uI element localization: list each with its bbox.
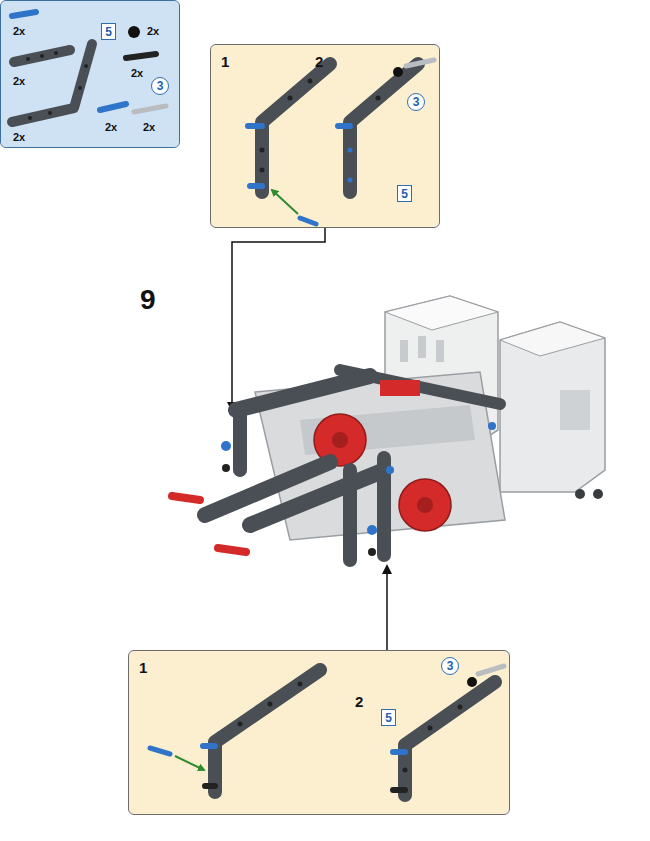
pointer-arrow [386, 566, 388, 650]
quantity-label: 2x [131, 67, 143, 79]
substep-art [248, 60, 434, 224]
callout-number: 3 [413, 96, 420, 108]
quantity-label: 2x [147, 25, 159, 37]
parts-list-panel: 2x 2x 2x 2x 2x 2x 2x 5 3 [0, 0, 180, 148]
step-number: 9 [140, 284, 156, 316]
quantity-label: 2x [105, 121, 117, 133]
callout-box: 5 [381, 709, 396, 726]
substep-panel-fill [129, 651, 509, 814]
callout-number: 3 [157, 80, 164, 92]
substep-panel: 1 2 3 5 [210, 44, 440, 228]
substep-number: 2 [315, 53, 323, 70]
callout-circle: 3 [151, 77, 169, 95]
callout-box: 5 [101, 23, 116, 40]
robot-model [172, 296, 605, 560]
callout-circle: 3 [407, 93, 425, 111]
parts-icons [12, 12, 166, 122]
substep-number: 1 [139, 659, 147, 676]
callout-circle: 3 [441, 657, 459, 675]
substep-panel: 1 2 3 5 [128, 650, 510, 815]
parts-panel-fill [1, 1, 179, 147]
callout-box: 5 [397, 185, 412, 202]
quantity-label: 2x [13, 25, 25, 37]
pointer-arrow [232, 228, 325, 410]
quantity-label: 2x [13, 131, 25, 143]
callout-number: 5 [105, 26, 112, 38]
substep-panel-fill [211, 45, 439, 227]
quantity-label: 2x [13, 75, 25, 87]
callout-number: 3 [447, 660, 454, 672]
substep-art [150, 666, 504, 795]
callout-number: 5 [401, 188, 408, 200]
callout-number: 5 [385, 712, 392, 724]
quantity-label: 2x [143, 121, 155, 133]
substep-number: 1 [221, 53, 229, 70]
substep-number: 2 [355, 693, 363, 710]
